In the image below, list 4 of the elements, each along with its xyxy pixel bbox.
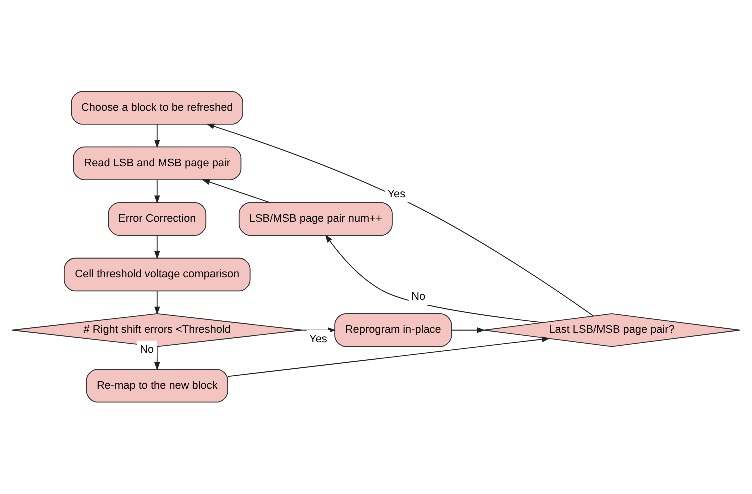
edge-label: Yes <box>310 333 328 346</box>
edge-label: Yes <box>388 188 406 200</box>
edge-label: No <box>412 291 426 304</box>
edge-label: No <box>140 344 154 356</box>
